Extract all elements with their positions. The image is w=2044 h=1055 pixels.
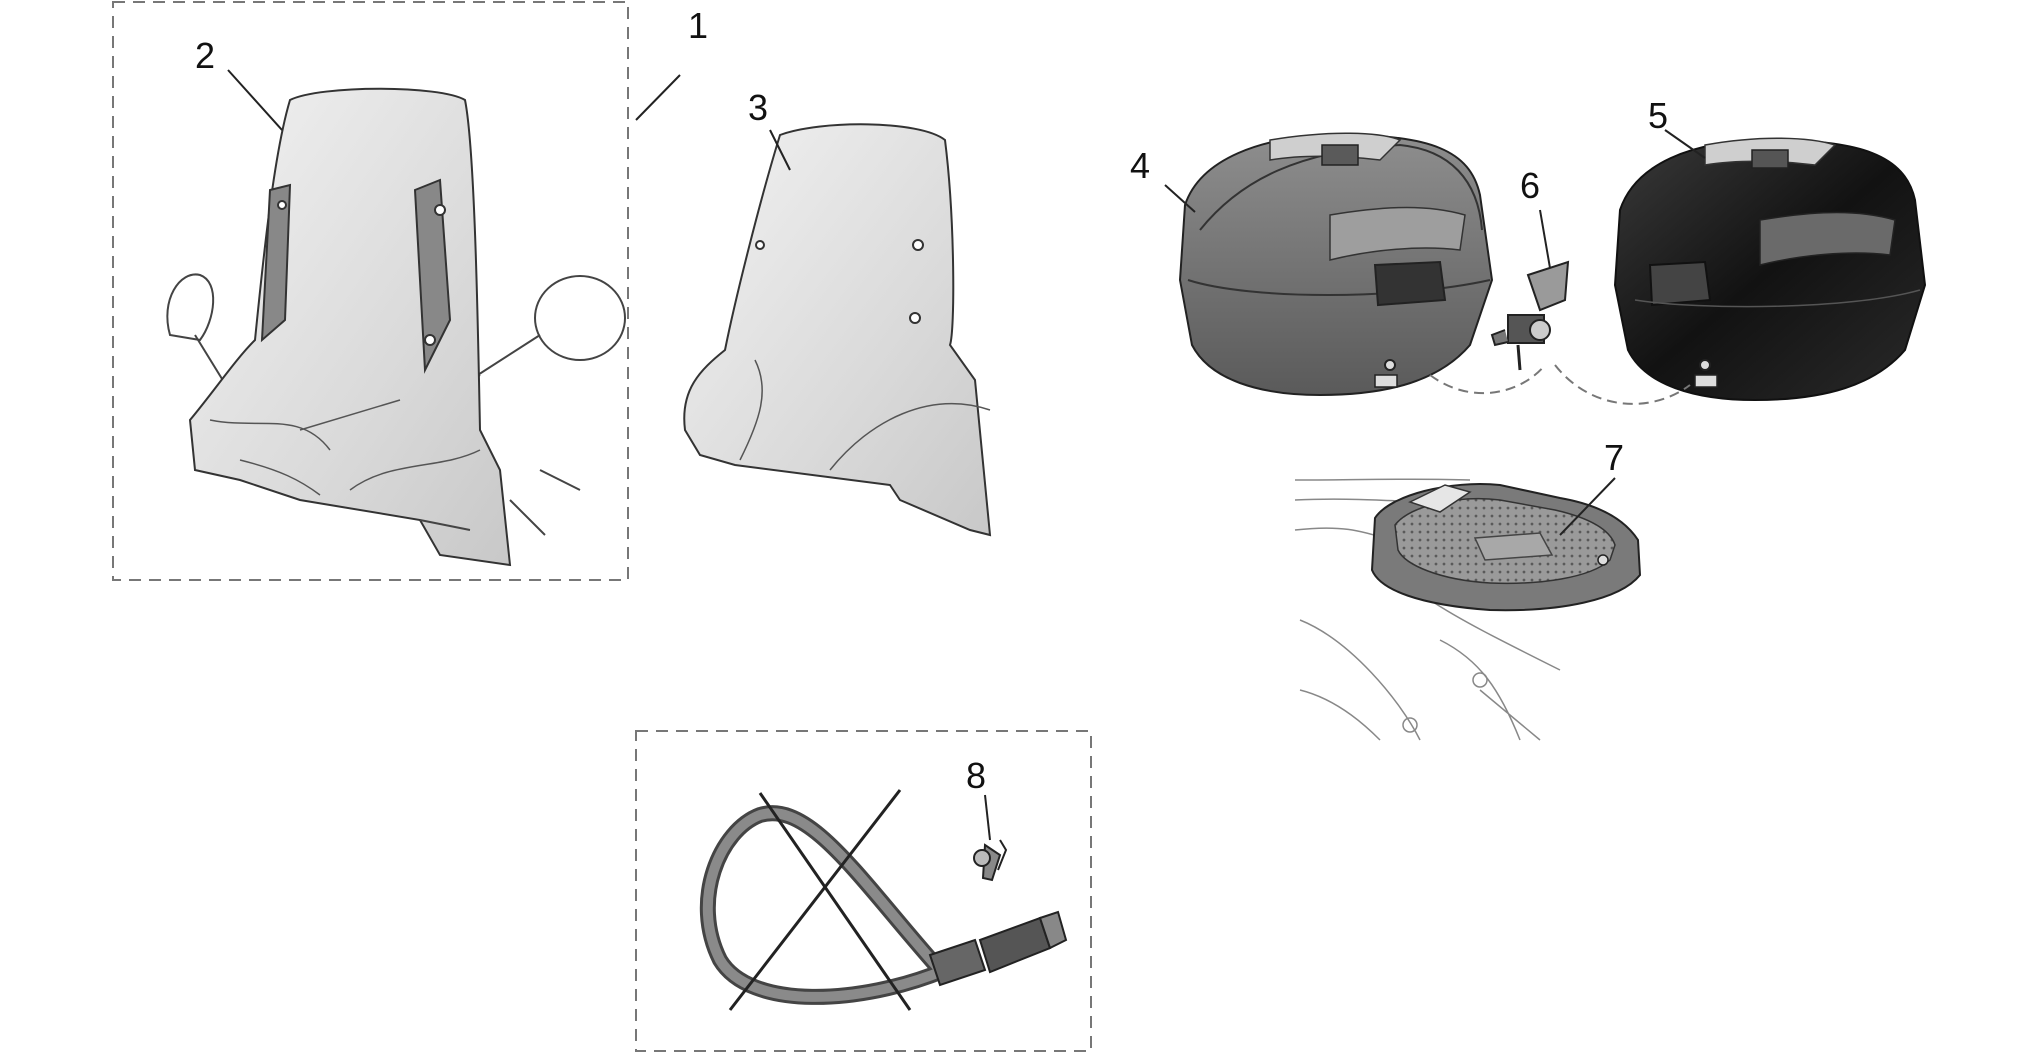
cross-line-1 [758,792,912,1011]
windscreen-kit-group [112,1,629,581]
black-box-handle [1648,260,1712,307]
part-label-2: 2 [195,35,215,76]
part-label-8: 8 [966,755,986,796]
part-label-6: 6 [1520,165,1540,206]
lock-hinge [1490,260,1570,371]
mirror-right [458,275,626,401]
tall-windscreen [188,87,581,567]
part-label-3: 3 [748,87,768,128]
rack-plate [1294,478,1642,741]
cable-lock-group [635,730,1092,1052]
leader-lines [227,69,1706,841]
connector-4-6 [1429,364,1546,395]
cable-dashed-frame [635,730,1092,1052]
part-label-7: 7 [1604,437,1624,478]
cable-lock-head [928,910,1068,987]
part-label-4: 4 [1130,145,1150,186]
top-box-grey [1178,132,1494,397]
grey-box-handle [1373,260,1447,307]
windscreen-part [683,123,992,537]
mount-bracket-left [260,183,292,343]
lock-keys [973,839,1008,882]
part-label-5: 5 [1648,95,1668,136]
top-box-black [1613,137,1927,402]
part-label-1: 1 [688,5,708,46]
mount-bracket-right [413,178,452,374]
cross-line-2 [728,789,902,1011]
connector-6-5 [1554,364,1691,405]
kit-dashed-frame [112,1,629,581]
